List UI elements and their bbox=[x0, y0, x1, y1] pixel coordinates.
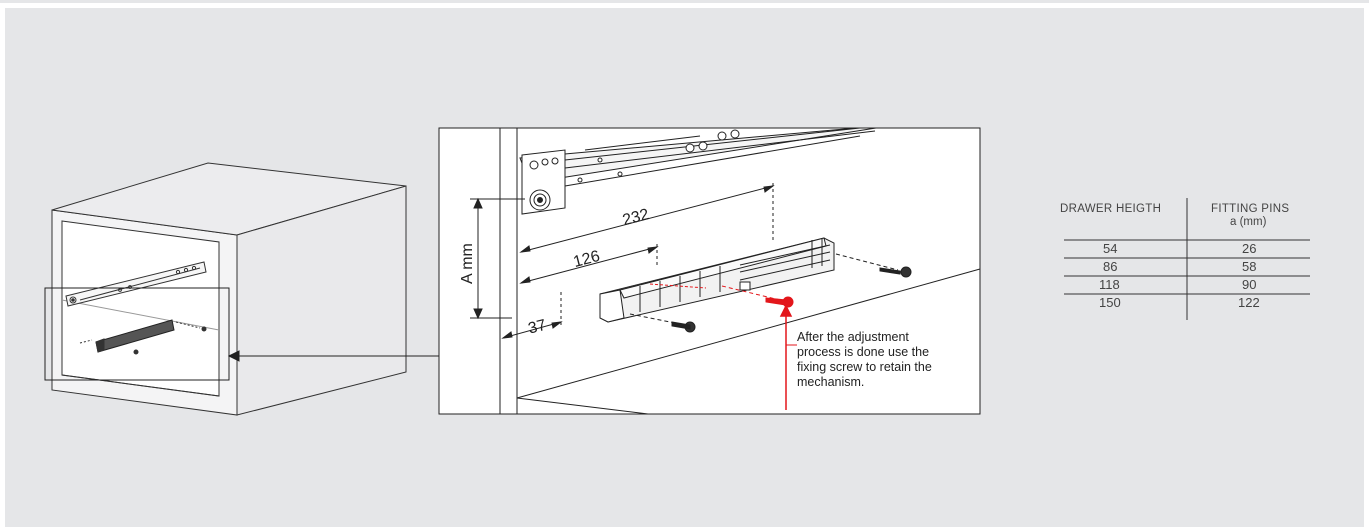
dimension-126: 126 bbox=[572, 248, 602, 271]
soft-close-damper bbox=[599, 237, 835, 323]
row-height-value: 54 bbox=[1103, 241, 1117, 256]
table-header-fitting-pins: FITTING PINS bbox=[1211, 203, 1289, 215]
drawer-runner bbox=[519, 127, 877, 215]
row-pins-value: 26 bbox=[1242, 241, 1256, 256]
row-height-value: 118 bbox=[1099, 277, 1120, 292]
note-line-4: mechanism. bbox=[797, 375, 864, 389]
zoom-region bbox=[44, 287, 230, 381]
runner-mini bbox=[65, 261, 207, 307]
fitting-pins-table: DRAWER HEIGTH FITTING PINS a (mm) 54 26 … bbox=[1060, 198, 1310, 320]
fixing-screw-right bbox=[835, 253, 912, 278]
row-pins-value: 58 bbox=[1242, 259, 1256, 274]
damper-mini bbox=[79, 319, 207, 355]
dimension-232: 232 bbox=[621, 206, 651, 229]
dimension-37: 37 bbox=[527, 317, 549, 338]
table-row: 86 58 bbox=[1103, 259, 1256, 274]
row-pins-value: 122 bbox=[1238, 295, 1260, 310]
dimension-a-mm: A mm bbox=[459, 243, 476, 284]
row-pins-value: 90 bbox=[1242, 277, 1256, 292]
zoom-connector bbox=[227, 350, 439, 362]
cabinet-opening bbox=[61, 220, 220, 397]
note-line-2: process is done use the bbox=[797, 345, 929, 359]
callout-pointer bbox=[779, 304, 797, 410]
table-header-unit: a (mm) bbox=[1230, 216, 1267, 228]
note-line-1: After the adjustment bbox=[797, 330, 909, 344]
table-row: 54 26 bbox=[1103, 241, 1256, 256]
note-line-3: fixing screw to retain the bbox=[797, 360, 932, 374]
dimension-lines bbox=[470, 183, 775, 339]
top-divider bbox=[0, 0, 1369, 3]
fixing-screw-bottom bbox=[629, 313, 696, 333]
cabinet-overview bbox=[44, 162, 407, 416]
detail-view: 232 126 37 A mm After the adjustment pro… bbox=[438, 127, 981, 415]
table-row: 150 122 bbox=[1099, 295, 1260, 310]
row-height-value: 86 bbox=[1103, 259, 1117, 274]
table-row: 118 90 bbox=[1099, 277, 1256, 292]
table-header-drawer-height: DRAWER HEIGTH bbox=[1060, 203, 1161, 215]
row-height-value: 150 bbox=[1099, 295, 1121, 310]
